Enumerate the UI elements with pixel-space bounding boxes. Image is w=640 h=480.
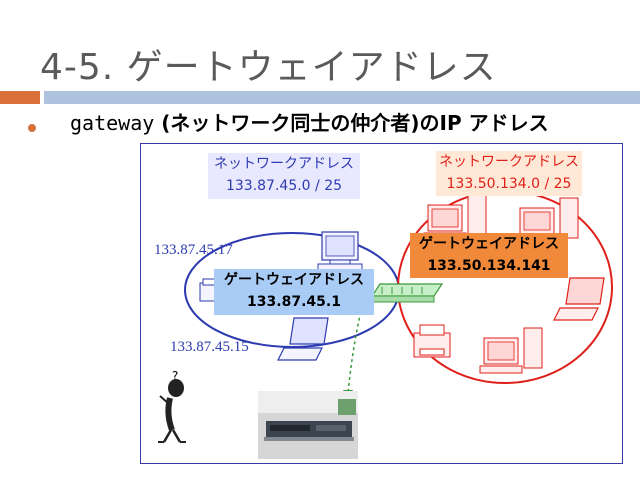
bullet-text: gateway (ネットワーク同士の仲介者)のIP アドレス bbox=[70, 109, 590, 138]
title-divider-bar bbox=[44, 91, 640, 104]
router-to-photo-arrow bbox=[347, 305, 363, 395]
pc-icon bbox=[317, 231, 363, 273]
right-network-address: 133.50.134.0 / 25 bbox=[446, 176, 572, 192]
bullet-dot-icon bbox=[28, 124, 36, 132]
thinking-person-icon: ? bbox=[158, 369, 186, 443]
laptop-icon bbox=[277, 317, 329, 361]
bullet-keyword: gateway bbox=[70, 111, 155, 135]
right-network-address-box: ネットワークアドレス 133.50.134.0 / 25 bbox=[436, 151, 582, 196]
left-network-address: 133.87.45.0 / 25 bbox=[225, 178, 343, 194]
right-gateway-ip: 133.50.134.141 bbox=[427, 258, 551, 274]
left-gateway-box: ゲートウェイアドレス 133.87.45.1 bbox=[214, 269, 374, 315]
title-accent-bar bbox=[0, 91, 40, 104]
laptop-icon bbox=[553, 277, 605, 321]
right-network-label: ネットワークアドレス bbox=[439, 154, 579, 170]
router-icon bbox=[370, 283, 444, 303]
right-gateway-box: ゲートウェイアドレス 133.50.134.141 bbox=[410, 233, 568, 278]
host-ip-label-1: 133.87.45.17 bbox=[154, 242, 233, 258]
pc-icon bbox=[479, 327, 543, 374]
right-gateway-label: ゲートウェイアドレス bbox=[419, 236, 559, 252]
left-network-label: ネットワークアドレス bbox=[214, 156, 354, 172]
svg-text:?: ? bbox=[172, 369, 178, 383]
left-gateway-ip: 133.87.45.1 bbox=[247, 294, 341, 310]
printer-icon bbox=[413, 324, 451, 358]
slide-title: 4-5. ゲートウェイアドレス bbox=[40, 47, 497, 88]
host-ip-label-2: 133.87.45.15 bbox=[170, 339, 249, 355]
left-gateway-label: ゲートウェイアドレス bbox=[224, 272, 364, 288]
router-photo bbox=[258, 391, 358, 459]
bullet-description: (ネットワーク同士の仲介者)のIP アドレス bbox=[154, 111, 549, 135]
left-network-address-box: ネットワークアドレス 133.87.45.0 / 25 bbox=[208, 153, 360, 199]
